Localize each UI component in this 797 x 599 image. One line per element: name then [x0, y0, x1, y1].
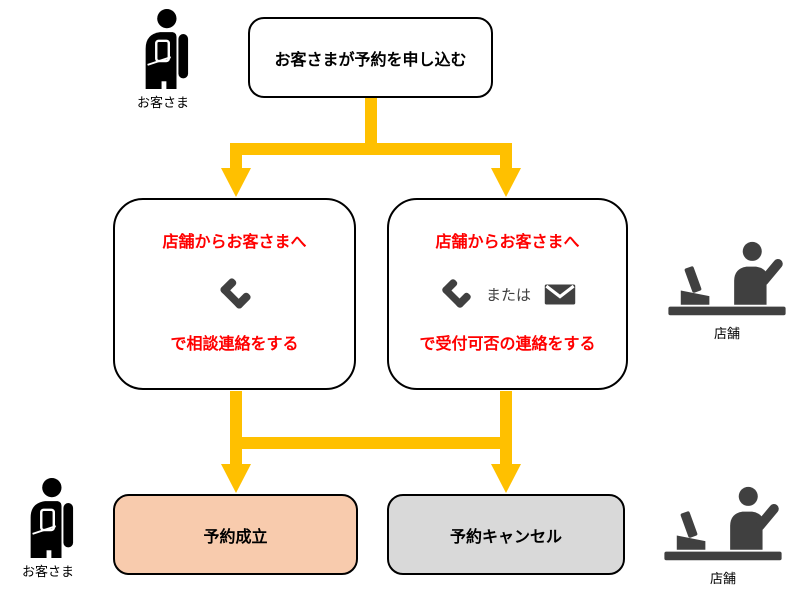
- node-consult-line2: で相談連絡をする: [170, 336, 299, 354]
- actor-store-middle: 店舗: [662, 239, 792, 342]
- arrow-segment: [365, 96, 377, 149]
- node-start: お客さまが予約を申し込む: [248, 17, 493, 98]
- actor-store-bottom-label: 店舗: [709, 571, 736, 586]
- arrow-segment: [230, 143, 242, 170]
- arrow-segment: [230, 391, 242, 466]
- node-cancelled-label: 予約キャンセル: [449, 528, 562, 546]
- person-with-phone-icon: [145, 8, 189, 89]
- actor-customer-bottom: お客さま: [13, 477, 83, 580]
- arrow-segment: [500, 143, 512, 170]
- store-counter-icon: [668, 241, 786, 316]
- actor-customer-top-label: お客さま: [136, 95, 189, 110]
- node-start-label: お客さまが予約を申し込む: [274, 51, 467, 69]
- node-cancelled: 予約キャンセル: [387, 494, 625, 575]
- arrow-segment: [230, 143, 512, 155]
- actor-customer-top: お客さま: [128, 8, 198, 111]
- consult-contact-row: [217, 276, 253, 312]
- node-confirmed-label: 予約成立: [203, 528, 268, 546]
- arrow-segment: [500, 391, 512, 466]
- node-notify-line2: で受付可否の連絡をする: [419, 336, 596, 354]
- node-confirmed: 予約成立: [113, 494, 358, 575]
- store-counter-icon: [664, 486, 782, 561]
- actor-store-middle-label: 店舗: [713, 326, 740, 341]
- node-notify: 店舗からお客さまへ または で受付可否の連絡をする: [387, 198, 628, 390]
- arrowhead-icon: [491, 168, 521, 197]
- mail-envelope-icon: [544, 284, 576, 304]
- actor-customer-bottom-label: お客さま: [21, 564, 74, 579]
- notify-contact-row: または: [439, 277, 576, 311]
- arrowhead-icon: [491, 464, 521, 493]
- arrow-segment: [230, 437, 512, 449]
- person-with-phone-icon: [30, 477, 74, 558]
- node-consult: 店舗からお客さまへ で相談連絡をする: [113, 198, 356, 390]
- node-consult-line1: 店舗からお客さまへ: [162, 234, 307, 251]
- actor-store-bottom: 店舗: [658, 484, 788, 587]
- arrowhead-icon: [221, 168, 251, 197]
- phone-handset-icon: [219, 278, 251, 309]
- arrowhead-icon: [221, 464, 251, 493]
- phone-handset-icon: [442, 279, 471, 308]
- or-label: または: [485, 286, 531, 304]
- node-notify-line1: 店舗からお客さまへ: [435, 234, 580, 251]
